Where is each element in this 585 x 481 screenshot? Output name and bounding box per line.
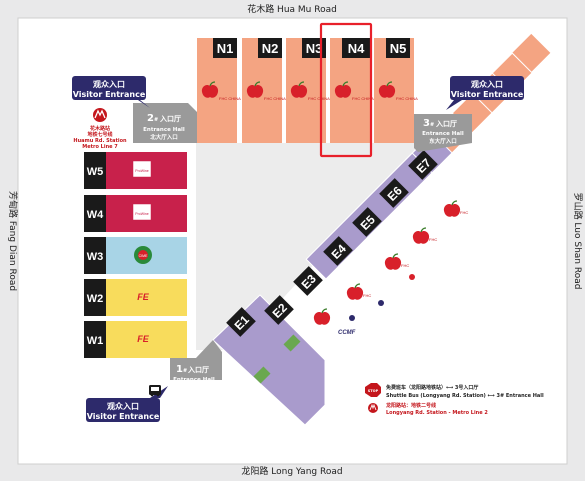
hall-brand: CIME	[139, 254, 148, 258]
entrance-hall-3[interactable]: 3 # 入口厅 Entrance Hall 东大厅入口	[414, 114, 472, 152]
fe-logo-icon: FE	[137, 292, 149, 302]
sponsor-dot-icon	[349, 315, 355, 321]
entrance-hall-2[interactable]: 2 # 入口厅 Entrance Hall 北大厅入口	[133, 103, 197, 143]
prowine-logo-icon	[132, 203, 152, 221]
entrance-hash: #	[183, 368, 187, 374]
hall-code: N2	[262, 41, 279, 56]
hall-code: W4	[87, 209, 104, 221]
visitor-entrance-east[interactable]: 观众入口 Visitor Entrance	[446, 76, 524, 110]
hall-n3[interactable]: N3 FHC CHINA	[286, 38, 330, 143]
legend: STOP 免费班车（龙阳路地铁站）⟷ 3号入口厅 Shuttle Bus (Lo…	[365, 383, 544, 416]
hall-n4[interactable]: N4 FHC CHINA	[330, 38, 374, 143]
entrance-zh-sub: 南大厅入口	[180, 383, 208, 391]
hall-brand-e6: FHC	[429, 237, 437, 242]
hall-brand: FHC CHINA	[219, 96, 241, 101]
hall-code: W5	[87, 166, 104, 178]
entrance-zh-label: 入口厅	[435, 120, 457, 128]
road-south: 龙阳路 Long Yang Road	[241, 465, 342, 477]
west-halls: W5 ProWine W4 ProWine W3 CIME W2 FE	[84, 152, 187, 358]
metro-station-huamu[interactable]: 花木路站 地铁七号线 Huamu Rd. Station Metro Line …	[73, 108, 127, 150]
metro-zh-1: 花木路站	[90, 125, 110, 132]
prowine-logo-icon	[132, 160, 152, 178]
hall-w3[interactable]: W3 CIME	[84, 237, 187, 274]
entrance-number: 2	[147, 113, 154, 124]
expo-logo-icon	[283, 334, 301, 352]
entrance-zh-sub: 北大厅入口	[150, 133, 178, 141]
hall-brand: FHC CHINA	[352, 96, 374, 101]
entrance-zh-label: 入口厅	[159, 115, 181, 123]
visitor-entrance-zh: 观众入口	[93, 79, 125, 89]
hall-w2[interactable]: W2 FE	[84, 279, 187, 316]
central-courtyard	[196, 143, 418, 350]
bus-icon	[149, 385, 161, 397]
visitor-entrance-west[interactable]: 观众入口 Visitor Entrance	[72, 76, 150, 108]
entrance-en: Entrance Hall	[422, 131, 464, 137]
legend-shuttle: STOP 免费班车（龙阳路地铁站）⟷ 3号入口厅 Shuttle Bus (Lo…	[365, 383, 544, 399]
visitor-entrance-zh: 观众入口	[471, 79, 503, 89]
hall-n5[interactable]: N5 FHC CHINA	[374, 38, 418, 143]
north-halls: N1 FHC CHINA N2 FHC CHINA N3 FHC CHINA N…	[197, 38, 418, 143]
hall-brand-e7: FHC	[460, 210, 468, 215]
metro-en-1: Huamu Rd. Station	[73, 138, 127, 144]
hall-brand-e4: FHC	[363, 293, 371, 298]
road-west: 芳甸路 Fang Dian Road	[7, 191, 19, 291]
selected-hall-highlight	[319, 22, 373, 158]
legend-metro: 龙阳路站：地铁二号线 Longyang Rd. Station - Metro …	[368, 402, 488, 416]
shuttle-en: Shuttle Bus (Longyang Rd. Station) ⟷ 3# …	[386, 393, 544, 399]
visitor-entrance-en: Visitor Entrance	[451, 90, 524, 99]
metro-legend-en: Longyang Rd. Station - Metro Line 2	[386, 410, 488, 416]
hall-n2[interactable]: N2 FHC CHINA	[242, 38, 286, 143]
entrance-zh-label: 入口厅	[187, 366, 209, 374]
hall-code: N3	[306, 41, 323, 56]
hall-n1[interactable]: N1 FHC CHINA	[197, 38, 241, 143]
entrance-en: Entrance Hall	[173, 377, 215, 383]
entrance-en: Entrance Hall	[143, 127, 185, 133]
hall-brand: ProWine	[135, 169, 148, 173]
hall-w5[interactable]: W5 ProWine	[84, 152, 187, 189]
metro-en-2: Metro Line 7	[82, 144, 118, 150]
sponsor-dot-icon	[409, 274, 415, 280]
stop-sign-icon	[365, 383, 381, 397]
fe-logo-icon: FE	[137, 334, 149, 344]
hall-w1[interactable]: W1 FE	[84, 321, 187, 358]
visitor-entrance-zh: 观众入口	[107, 401, 139, 411]
road-north: 花木路 Hua Mu Road	[247, 3, 337, 15]
hall-code: W2	[87, 293, 104, 305]
entrance-zh-sub: 东大厅入口	[429, 137, 457, 145]
hall-code: N1	[217, 41, 234, 56]
hall-brand-e5: FHC	[401, 263, 409, 268]
metro-legend-zh: 龙阳路站：地铁二号线	[385, 402, 436, 409]
stop-icon-label: STOP	[368, 389, 379, 393]
hall-code: N5	[390, 41, 407, 56]
hall-code: N4	[348, 41, 365, 56]
entrance-number: 3	[423, 118, 430, 129]
hall-brand: ProWine	[135, 212, 148, 216]
east-hall-logos: FHC FHC FHC FHC CCMF	[253, 200, 468, 384]
sponsor-dot-icon	[378, 300, 384, 306]
entrance-hash: #	[430, 122, 434, 128]
hall-code: W3	[87, 251, 104, 263]
east-hall-codes: E7 E6 E5 E4 E3 E2 E1	[226, 150, 438, 337]
hall-brand: FHC CHINA	[396, 96, 418, 101]
entrance-hall-1[interactable]: 1 # 入口厅 Entrance Hall 南大厅入口	[170, 340, 222, 391]
hall-w4[interactable]: W4 ProWine	[84, 195, 187, 232]
metro-zh-2: 地铁七号线	[87, 131, 112, 138]
shuttle-zh: 免费班车（龙阳路地铁站）⟷ 3号入口厅	[386, 384, 478, 391]
expo-logo-icon	[253, 366, 271, 384]
entrance-number: 1	[176, 364, 183, 375]
road-east: 罗山路 Luo Shan Road	[572, 193, 584, 290]
visitor-entrance-en: Visitor Entrance	[87, 412, 160, 421]
hall-brand: FHC CHINA	[308, 96, 330, 101]
entrance-hash: #	[154, 117, 158, 123]
hall-code: W1	[87, 335, 104, 347]
visitor-entrance-en: Visitor Entrance	[73, 90, 146, 99]
hall-brand: FHC CHINA	[264, 96, 286, 101]
hall-brand-e3: CCMF	[338, 330, 356, 336]
